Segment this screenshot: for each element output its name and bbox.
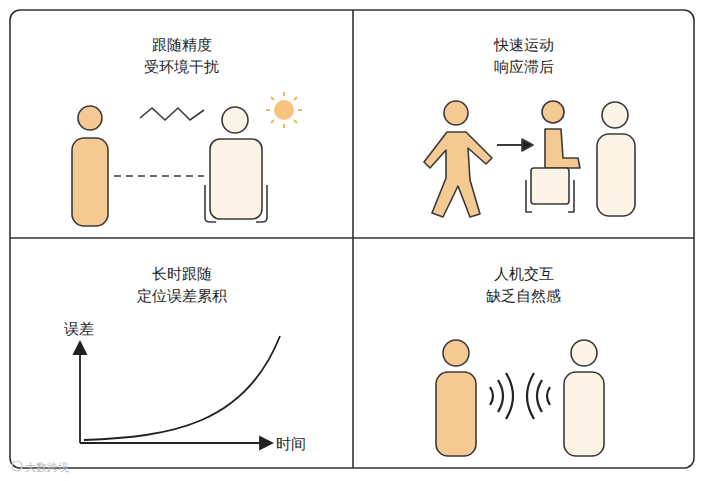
watermark: 大数跨境 — [25, 459, 69, 477]
panel-heading: 人机交互 缺乏自然感 — [484, 263, 564, 307]
problem-panel: 跟随精度 受环境干扰 — [11, 34, 352, 234]
problem-panel: 快速运动 响应滞后 — [354, 34, 693, 234]
panel-heading: 快速运动 响应滞后 — [491, 34, 556, 78]
panel-heading: 跟随精度 受环境干扰 — [142, 34, 222, 78]
axis-label: 时间 — [276, 435, 306, 453]
problem-panel: 长时跟随 定位误差累积 — [11, 263, 352, 463]
panel-heading: 长时跟随 定位误差累积 — [134, 263, 229, 307]
axis-label: 误差 — [64, 320, 94, 338]
problem-panel: 人机交互 缺乏自然感 — [354, 263, 693, 463]
